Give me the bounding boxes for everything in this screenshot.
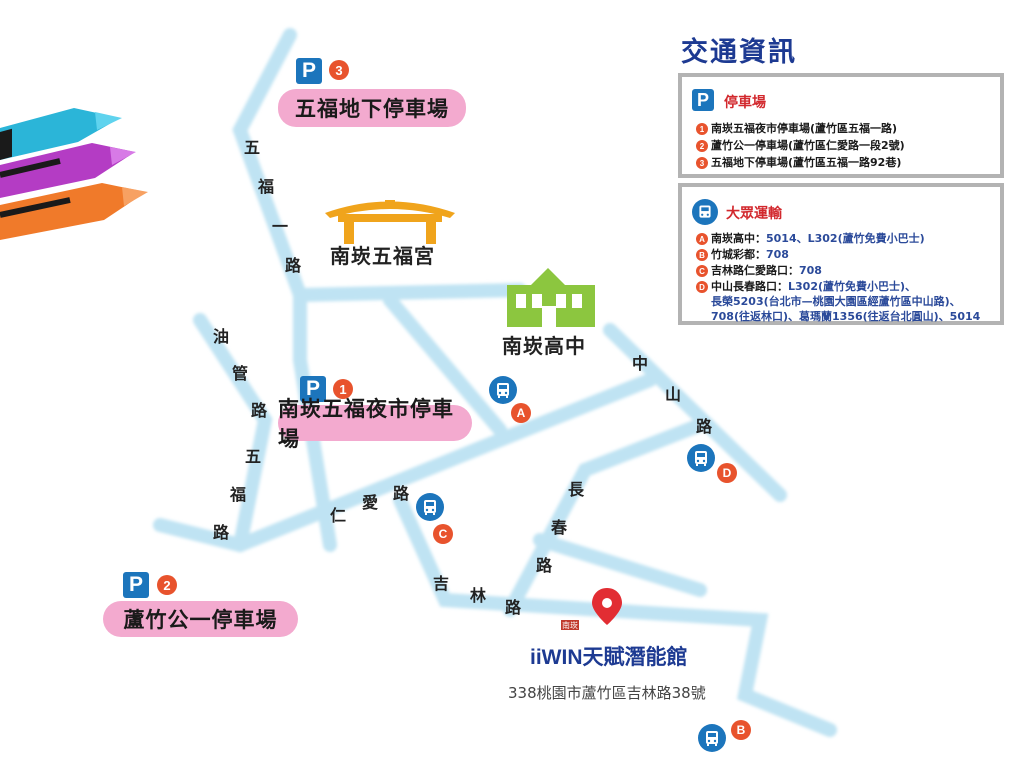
- road-label: 五: [244, 138, 261, 157]
- parking-number-1: 1: [333, 379, 353, 399]
- road-wufu-1: [232, 28, 527, 303]
- road-label: 路: [285, 256, 302, 275]
- landmark-temple-label: 南崁五福宮: [330, 244, 435, 268]
- transit-continuation: 708(往返林口)、葛瑪蘭1356(往返台北圓山)、5014: [711, 310, 981, 323]
- bus-icon[interactable]: [416, 493, 444, 521]
- bus-icon: [692, 199, 718, 225]
- road-label: 春: [551, 518, 568, 537]
- parking-lot-wufu-underground[interactable]: 五福地下停車場: [278, 89, 466, 127]
- road-label: 愛: [362, 493, 379, 512]
- parking-icon: P: [296, 58, 322, 84]
- road-network: [153, 28, 837, 737]
- parking-heading: 停車場: [724, 95, 766, 111]
- road-label: 林: [470, 586, 487, 605]
- bus-stop-label: D: [717, 463, 737, 483]
- road-youguan: [193, 313, 273, 552]
- road-label: 路: [505, 598, 522, 617]
- road-changchun: [503, 418, 707, 617]
- bus-stop-label: B: [731, 720, 751, 740]
- crayon-icon: [0, 108, 148, 240]
- road-jilin: [393, 493, 837, 737]
- road-zhongshan: [603, 323, 787, 502]
- road-wufu-1-south: [293, 288, 337, 552]
- bus-icon[interactable]: [489, 376, 517, 404]
- parking-number-3: 3: [329, 60, 349, 80]
- transit-heading: 大眾運輸: [726, 206, 782, 222]
- road-label: 油: [213, 327, 230, 346]
- road-label: 管: [232, 364, 249, 383]
- bus-icon[interactable]: [698, 724, 726, 752]
- transit-continuation: 長榮5203(台北市—桃園大園區經蘆竹區中山路)、: [711, 295, 961, 308]
- parking-icon: P: [123, 572, 149, 598]
- parking-lot-night-market[interactable]: 南崁五福夜市停車場: [278, 397, 472, 451]
- road-label: 路: [251, 401, 268, 420]
- road-label: 福: [258, 177, 275, 196]
- road-label: 路: [536, 556, 553, 575]
- page-title: 交通資訊: [681, 37, 797, 68]
- road-label: 五: [245, 447, 262, 466]
- road-connector: [533, 533, 707, 597]
- road-label: 中: [632, 354, 649, 373]
- bus-stop-label: C: [433, 524, 453, 544]
- road-label: 路: [696, 417, 713, 436]
- road-label: 吉: [433, 574, 450, 593]
- bus-icon[interactable]: [687, 444, 715, 472]
- bus-stop-label: A: [511, 403, 531, 423]
- school-icon: [507, 268, 595, 327]
- venue-address: 338桃園市蘆竹區吉林路38號: [508, 684, 706, 702]
- road-label: 長: [568, 480, 585, 499]
- venue-tag: 南崁: [561, 620, 579, 630]
- road-renai: [153, 373, 657, 553]
- road-label: 仁: [330, 506, 347, 525]
- road-label: 路: [213, 523, 230, 542]
- venue-name[interactable]: iiWIN天賦潛能館: [530, 646, 688, 669]
- road-label: 路: [393, 484, 410, 503]
- landmark-school-label: 南崁高中: [502, 334, 586, 358]
- road-label: 山: [665, 385, 682, 404]
- road-branch-school: [383, 293, 507, 437]
- temple-icon: [325, 200, 455, 244]
- location-pin-icon: [592, 588, 622, 625]
- road-label: 一: [272, 217, 289, 236]
- parking-lot-luzhu-gong1[interactable]: 蘆竹公一停車場: [103, 601, 298, 637]
- parking-number-2: 2: [157, 575, 177, 595]
- parking-icon: P: [300, 376, 326, 402]
- parking-icon: P: [692, 89, 714, 111]
- road-label: 福: [230, 485, 247, 504]
